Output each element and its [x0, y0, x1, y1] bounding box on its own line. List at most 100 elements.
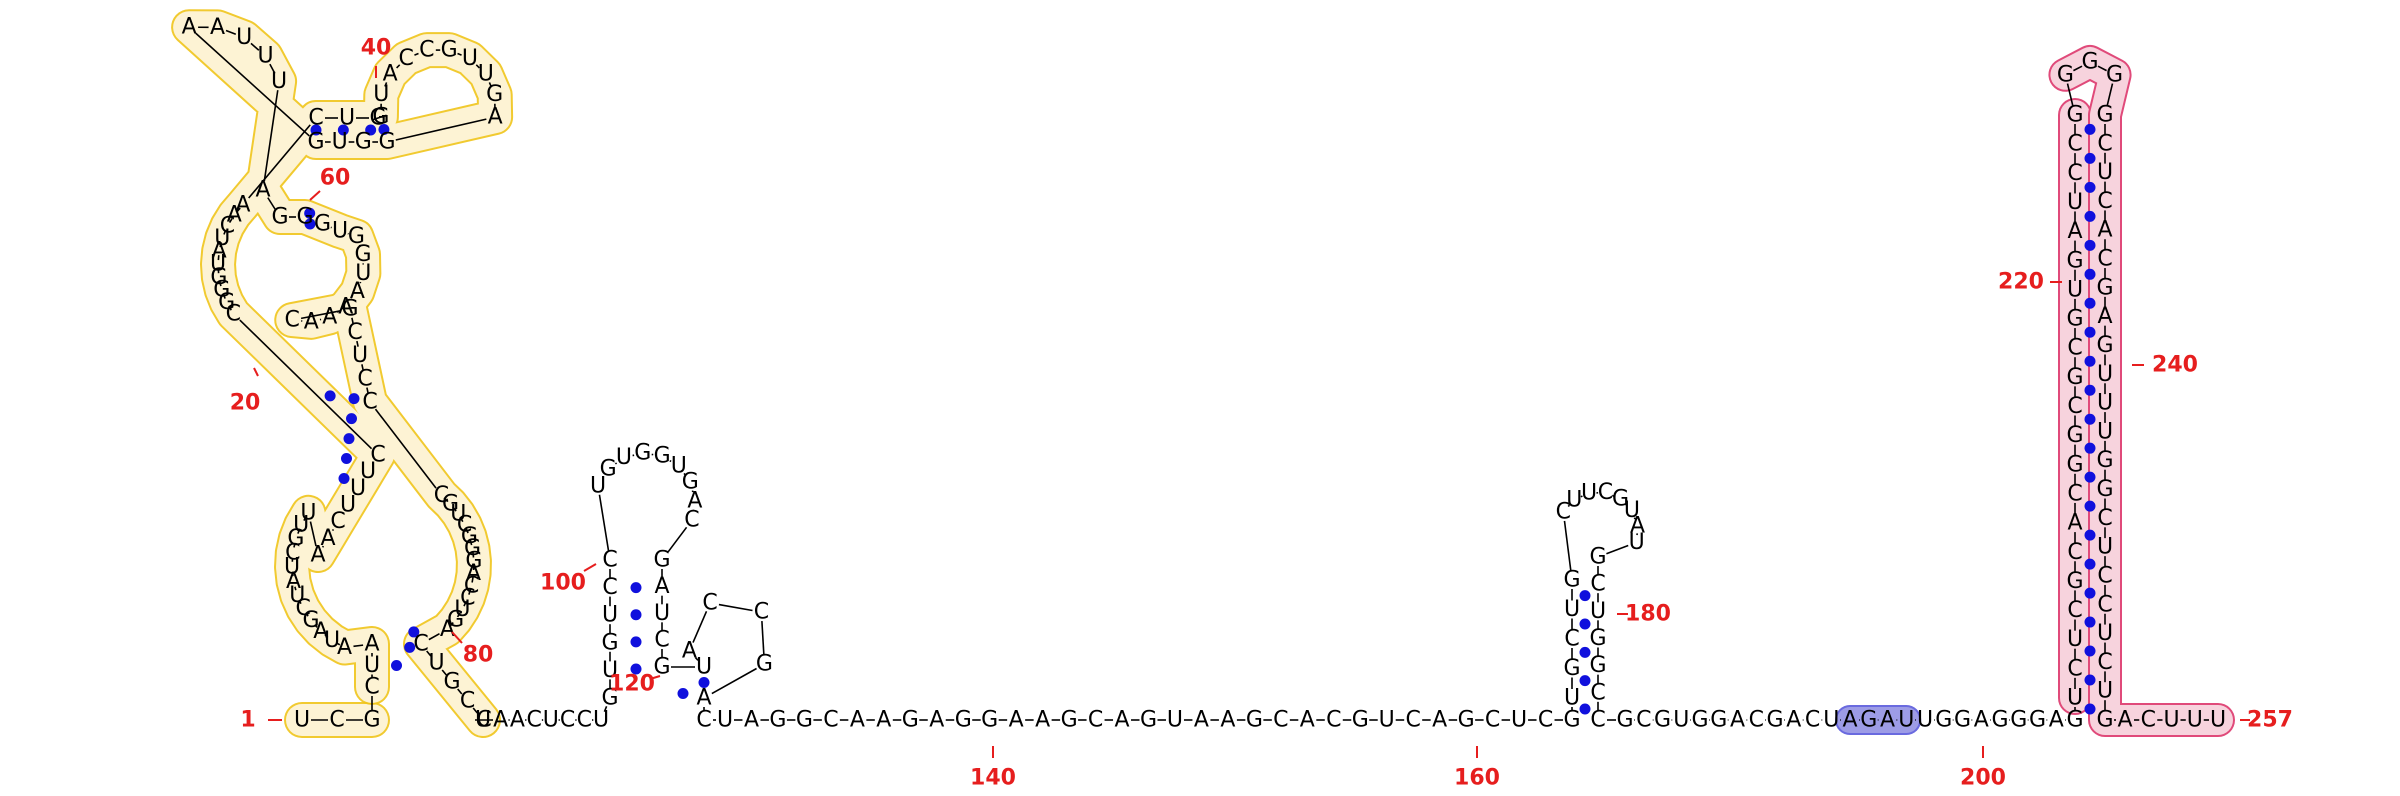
nucleotide-253: A: [2117, 708, 2132, 733]
backbone-link: [762, 621, 764, 655]
nucleotide-169: U: [1581, 481, 1597, 506]
nucleotide-39: G: [372, 105, 389, 130]
nucleotide-126: G: [756, 652, 773, 677]
nucleotide-1: U: [294, 708, 310, 733]
nucleotide-156: A: [1432, 708, 1447, 733]
base-pair-dot: [2085, 588, 2096, 599]
nucleotide-211: G: [2066, 569, 2083, 594]
nucleotide-53: A: [182, 15, 197, 40]
nucleotide-231: G: [2096, 103, 2113, 128]
nucleotide-69: A: [304, 309, 319, 334]
position-number-200: 200: [1960, 766, 2006, 791]
base-pair-dot: [349, 393, 360, 404]
position-number-160: 160: [1454, 766, 1500, 791]
nucleotide-222: G: [2066, 248, 2083, 273]
nucleotide-170: C: [1598, 480, 1613, 505]
base-pair-dot: [1580, 590, 1591, 601]
nucleotide-135: A: [876, 708, 891, 733]
nucleotide-2: C: [329, 708, 344, 733]
nucleotide-52: G: [307, 130, 324, 155]
nucleotide-140: A: [1009, 708, 1024, 733]
nucleotide-133: C: [823, 708, 838, 733]
nucleotide-70: C: [285, 308, 300, 333]
nucleotide-43: C: [419, 38, 434, 63]
nucleotide-49: G: [378, 130, 395, 155]
nucleotide-216: G: [2066, 423, 2083, 448]
nucleotide-68: A: [322, 305, 337, 330]
backbone-link: [1564, 521, 1570, 571]
nucleotide-158: C: [1485, 708, 1500, 733]
nucleotide-105: U: [602, 603, 618, 628]
nucleotide-4: C: [364, 675, 379, 700]
nucleotide-48: A: [488, 105, 503, 130]
nucleotide-230: G: [2106, 62, 2123, 87]
nucleotide-238: A: [2097, 304, 2112, 329]
backbone-link: [1606, 546, 1628, 554]
position-number-120: 120: [609, 672, 655, 697]
base-pair-dot: [2085, 704, 2096, 715]
nucleotide-18: U: [300, 500, 316, 525]
base-pair-dot: [2085, 356, 2096, 367]
nucleotide-221: U: [2067, 277, 2083, 302]
nucleotide-3: G: [363, 708, 380, 733]
base-pair-dot: [2085, 298, 2096, 309]
nucleotide-91: G: [443, 670, 460, 695]
nucleotide-174: U: [1629, 530, 1645, 555]
base-pair-dot: [2085, 240, 2096, 251]
nucleotide-196: A: [1880, 708, 1895, 733]
nucleotide-116: C: [684, 508, 699, 533]
nucleotide-97: C: [526, 708, 541, 733]
nucleotide-208: C: [2067, 656, 2082, 681]
position-number-40: 40: [361, 36, 392, 61]
nucleotide-36: C: [308, 106, 323, 131]
nucleotide-207: U: [2067, 686, 2083, 711]
nucleotide-215: G: [2066, 452, 2083, 477]
nucleotide-121: G: [653, 655, 670, 680]
nucleotide-124: C: [702, 591, 717, 616]
nucleotide-166: G: [1563, 568, 1580, 593]
nucleotide-175: G: [1589, 545, 1606, 570]
nucleotide-255: U: [2163, 708, 2179, 733]
base-pair-dot: [2085, 530, 2096, 541]
nucleotide-62: U: [332, 219, 348, 244]
nucleotide-137: A: [929, 708, 944, 733]
nucleotide-74: C: [357, 366, 372, 391]
nucleotide-168: U: [1566, 487, 1582, 512]
nucleotide-164: C: [1564, 627, 1579, 652]
nucleotide-227: G: [2066, 103, 2083, 128]
nucleotide-144: A: [1115, 708, 1130, 733]
nucleotide-192: C: [1805, 708, 1820, 733]
nucleotide-98: U: [543, 708, 559, 733]
nucleotide-236: C: [2097, 247, 2112, 272]
nucleotide-45: U: [462, 46, 478, 71]
nucleotide-101: U: [593, 708, 609, 733]
nucleotide-198: U: [1917, 708, 1933, 733]
nucleotide-223: A: [2067, 219, 2082, 244]
nucleotide-151: A: [1300, 708, 1315, 733]
nucleotide-131: G: [769, 708, 786, 733]
backbone-link: [599, 495, 608, 551]
position-number-257: 257: [2247, 708, 2293, 733]
nucleotide-59: G: [271, 205, 288, 230]
base-pair-dot: [678, 688, 689, 699]
nucleotide-150: C: [1273, 708, 1288, 733]
base-pair-dot: [2085, 617, 2096, 628]
nucleotide-240: U: [2097, 362, 2113, 387]
nucleotide-182: G: [1616, 708, 1633, 733]
nucleotide-110: U: [616, 445, 632, 470]
nucleotide-201: A: [1974, 708, 1989, 733]
base-pair-dot: [2085, 501, 2096, 512]
nucleotide-200: G: [1954, 708, 1971, 733]
nucleotide-195: G: [1860, 708, 1877, 733]
nucleotide-88: A: [440, 617, 455, 642]
domain-highlights: [189, 27, 2218, 720]
nucleotide-184: G: [1654, 708, 1671, 733]
nucleotide-244: G: [2096, 477, 2113, 502]
nucleotide-246: U: [2097, 535, 2113, 560]
nucleotide-251: U: [2097, 679, 2113, 704]
nucleotide-197: U: [1898, 708, 1914, 733]
nucleotide-235: A: [2097, 218, 2112, 243]
nucleotide-109: G: [600, 457, 617, 482]
nucleotide-37: U: [339, 106, 355, 131]
